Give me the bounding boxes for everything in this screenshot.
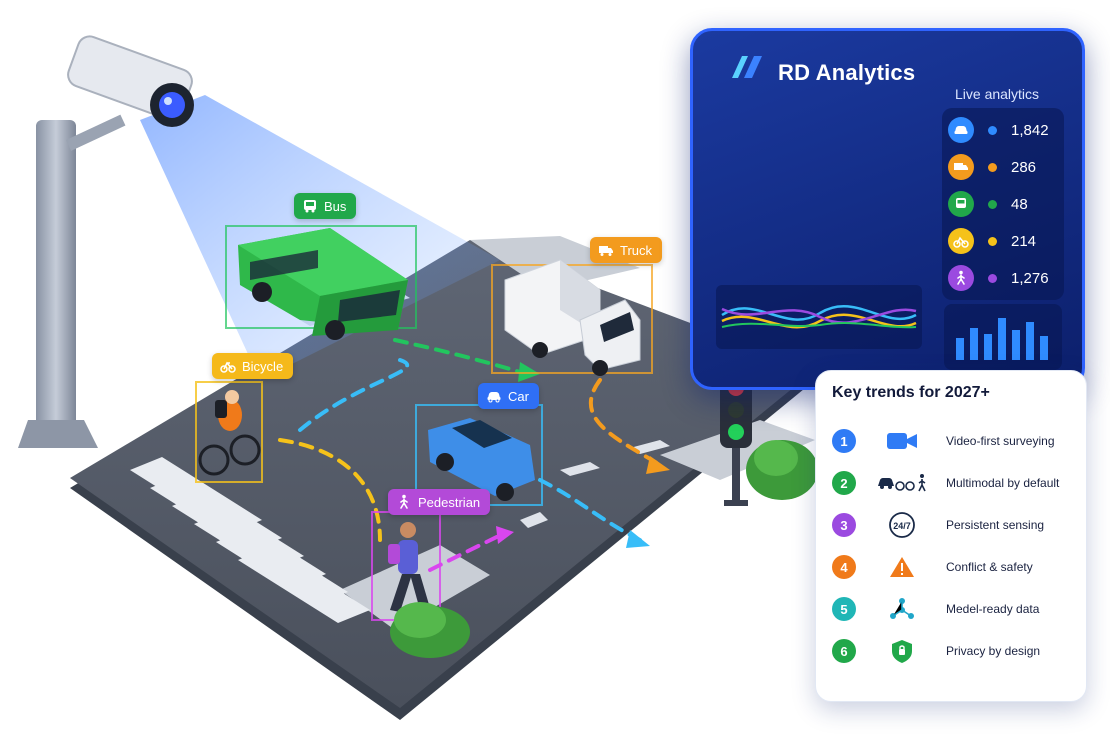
bus-icon bbox=[302, 198, 318, 214]
clock-text: 24/7 bbox=[893, 521, 911, 531]
stat-dot bbox=[988, 162, 997, 172]
trend-text: Multimodal by default bbox=[946, 476, 1060, 490]
pedestrian-detection-label: Pedestrian bbox=[388, 489, 491, 515]
bicycle-label-text: Bicycle bbox=[242, 358, 284, 374]
key-trends-card bbox=[815, 370, 1087, 702]
stat-row: 48 bbox=[948, 188, 1058, 220]
trend-text: Persistent sensing bbox=[946, 518, 1045, 532]
stat-row: 1,276 bbox=[948, 262, 1058, 294]
trend-row: 2 Multimodal by default bbox=[832, 464, 1077, 502]
pedestrian bbox=[371, 511, 441, 621]
multimodal-icon bbox=[876, 470, 928, 496]
network-icon bbox=[876, 596, 928, 622]
bicycle-icon bbox=[220, 358, 236, 374]
video-camera-icon bbox=[876, 428, 928, 454]
trend-text: Video-first surveying bbox=[946, 434, 1055, 448]
pedestrian-label-text: Pedestrian bbox=[418, 494, 481, 510]
trend-row: 4 Conflict & safety bbox=[832, 548, 1077, 586]
trend-number-badge: 3 bbox=[832, 513, 856, 537]
stat-value: 214 bbox=[1011, 232, 1037, 250]
truck-icon bbox=[598, 242, 614, 258]
warning-icon bbox=[876, 554, 928, 580]
stat-value: 1,842 bbox=[1011, 121, 1049, 139]
trend-text: Privacy by design bbox=[946, 644, 1041, 658]
bushes bbox=[390, 440, 818, 658]
stat-dot bbox=[988, 199, 997, 209]
bus-icon bbox=[948, 191, 974, 217]
stat-value: 286 bbox=[1011, 158, 1037, 176]
truck-label-text: Truck bbox=[620, 242, 653, 258]
stat-row: 214 bbox=[948, 225, 1058, 257]
trends-title: Key trends for 2027+ bbox=[832, 384, 990, 401]
stat-value: 1,276 bbox=[1011, 269, 1049, 287]
trend-number-badge: 2 bbox=[832, 471, 856, 495]
panel-subtitle: Live analytics bbox=[955, 86, 1040, 102]
bicycle-detection-label: Bicycle bbox=[212, 353, 294, 379]
pedestrian-icon bbox=[948, 265, 974, 291]
truck-detection-label: Truck bbox=[590, 237, 663, 263]
bus-vehicle bbox=[225, 225, 417, 340]
stat-row: 1,842 bbox=[948, 114, 1058, 146]
panel-title: RD Analytics bbox=[778, 60, 916, 85]
trend-number-badge: 1 bbox=[832, 429, 856, 453]
stat-dot bbox=[988, 273, 997, 283]
traffic-light bbox=[720, 372, 752, 506]
trend-row: 5 Medel-ready data bbox=[832, 590, 1077, 628]
bicycle-icon bbox=[948, 228, 974, 254]
cyclist bbox=[195, 381, 263, 483]
camera-pole bbox=[18, 114, 126, 448]
crosswalk bbox=[130, 457, 370, 623]
trajectory-paths bbox=[278, 338, 662, 572]
clock-24-7-icon: 24/7 bbox=[876, 512, 928, 538]
truck-icon bbox=[948, 154, 974, 180]
rd-analytics-logo-icon bbox=[728, 52, 768, 82]
wave-chart bbox=[716, 285, 922, 349]
surveillance-camera-icon bbox=[67, 35, 194, 127]
bus-detection-label: Bus bbox=[294, 193, 357, 219]
stat-value: 48 bbox=[1011, 195, 1028, 213]
trend-row: 6 Privacy by design bbox=[832, 632, 1077, 670]
shield-icon bbox=[876, 638, 928, 664]
truck-vehicle bbox=[491, 259, 653, 376]
bus-label-text: Bus bbox=[324, 198, 347, 214]
car-icon bbox=[948, 117, 974, 143]
trend-row: 1 Video-first surveying bbox=[832, 422, 1077, 460]
car-icon bbox=[486, 388, 502, 404]
trend-text: Conflict & safety bbox=[946, 560, 1033, 574]
trend-number-badge: 5 bbox=[832, 597, 856, 621]
stat-row: 286 bbox=[948, 151, 1058, 183]
car-label-text: Car bbox=[508, 388, 529, 404]
trend-text: Medel-ready data bbox=[946, 602, 1040, 616]
pedestrian-icon bbox=[396, 494, 412, 510]
trend-row: 3 24/7 Persistent sensing bbox=[832, 506, 1077, 544]
stat-dot bbox=[988, 236, 997, 246]
bar-chart-icon bbox=[944, 304, 1062, 370]
trend-number-badge: 4 bbox=[832, 555, 856, 579]
car-detection-label: Car bbox=[478, 383, 539, 409]
stat-dot bbox=[988, 125, 997, 135]
trend-number-badge: 6 bbox=[832, 639, 856, 663]
